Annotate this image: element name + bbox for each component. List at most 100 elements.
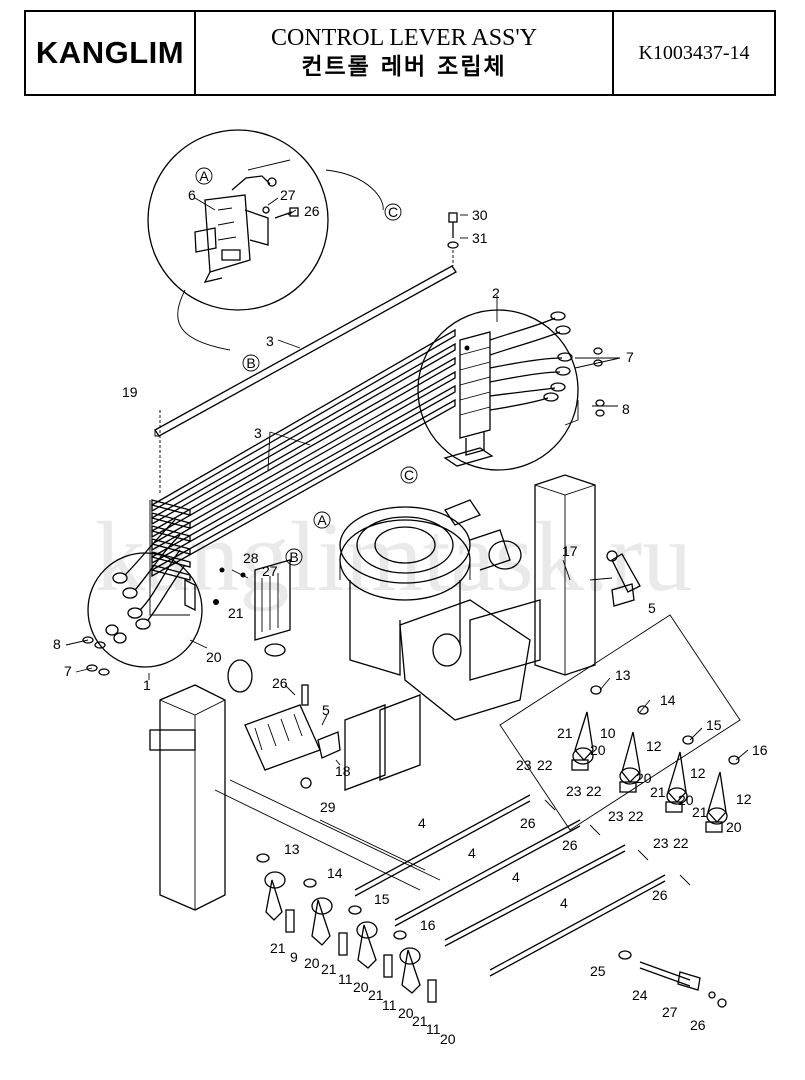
callout-26: 26 bbox=[520, 815, 536, 831]
callout-4: 4 bbox=[418, 815, 426, 831]
callout-23: 23 bbox=[608, 808, 624, 824]
right-lever-5 bbox=[589, 550, 641, 607]
detail-a-to-b-line bbox=[177, 289, 231, 351]
callout-8: 8 bbox=[622, 401, 630, 417]
callout-12: 12 bbox=[736, 791, 752, 807]
callout-22: 22 bbox=[537, 757, 553, 773]
callout-23: 23 bbox=[566, 783, 582, 799]
detail-marker-b-mid: B bbox=[289, 549, 298, 565]
callout-21: 21 bbox=[368, 987, 384, 1003]
lever-rod-bank bbox=[149, 328, 456, 616]
drawing-number: K1003437-14 bbox=[638, 41, 750, 64]
callout-30: 30 bbox=[472, 207, 488, 223]
callout-8: 8 bbox=[53, 636, 61, 652]
right-lever-bed bbox=[499, 614, 741, 833]
callout-27: 27 bbox=[662, 1004, 678, 1020]
callout-15: 15 bbox=[374, 891, 390, 907]
callout-9: 9 bbox=[290, 949, 298, 965]
callout-26: 26 bbox=[272, 675, 288, 691]
bottom-left-levers bbox=[256, 853, 437, 1003]
callout-26: 26 bbox=[652, 887, 668, 903]
valve-detail-circle bbox=[417, 309, 579, 471]
leader-lines bbox=[65, 197, 749, 886]
support-post-right bbox=[469, 474, 596, 681]
support-post-left bbox=[149, 643, 286, 911]
callout-5: 5 bbox=[322, 702, 330, 718]
left-valve-plates bbox=[151, 499, 196, 612]
callout-17: 17 bbox=[562, 543, 578, 559]
lever-12-b bbox=[619, 705, 649, 793]
valve-hoses bbox=[489, 311, 573, 411]
callout-7: 7 bbox=[626, 349, 634, 365]
callout-10: 10 bbox=[600, 725, 616, 741]
callout-25: 25 bbox=[590, 963, 606, 979]
callout-22: 22 bbox=[673, 835, 689, 851]
callout-23: 23 bbox=[653, 835, 669, 851]
callout-28: 28 bbox=[243, 550, 259, 566]
callout-20: 20 bbox=[590, 742, 606, 758]
callout-4: 4 bbox=[512, 869, 520, 885]
callout-20: 20 bbox=[206, 649, 222, 665]
detail-marker-c-top: C bbox=[388, 204, 398, 220]
drawing-title-english: CONTROL LEVER ASS'Y bbox=[270, 25, 538, 51]
drawing-title-korean: 컨트롤 레버 조립체 bbox=[301, 54, 507, 80]
callout-12: 12 bbox=[646, 738, 662, 754]
callout-21: 21 bbox=[270, 940, 286, 956]
left-valve-detail bbox=[82, 499, 219, 676]
callout-22: 22 bbox=[628, 808, 644, 824]
callout-3: 3 bbox=[254, 425, 262, 441]
callout-7: 7 bbox=[64, 663, 72, 679]
callout-20: 20 bbox=[353, 979, 369, 995]
detail-markers: A B C C A B bbox=[195, 167, 418, 566]
valve-detail-view bbox=[417, 309, 605, 471]
callout-21: 21 bbox=[412, 1013, 428, 1029]
lever-15-b bbox=[348, 905, 393, 978]
exploded-parts-diagram: kanglimtask.ru bbox=[53, 129, 768, 1047]
callout-11: 11 bbox=[338, 971, 353, 987]
callout-26: 26 bbox=[304, 203, 320, 219]
callout-19: 19 bbox=[122, 384, 138, 400]
callout-3: 3 bbox=[266, 333, 274, 349]
detail-marker-c-mid: C bbox=[404, 467, 414, 483]
callout-26: 26 bbox=[562, 837, 578, 853]
callout-29: 29 bbox=[320, 799, 336, 815]
left-hoses bbox=[105, 519, 186, 644]
callout-21: 21 bbox=[321, 961, 337, 977]
detail-marker-a-top: A bbox=[199, 168, 209, 184]
callout-13: 13 bbox=[284, 841, 300, 857]
slewing-ring-assembly bbox=[339, 499, 522, 676]
lever-16-b bbox=[393, 930, 437, 1003]
callout-14: 14 bbox=[327, 865, 343, 881]
callout-22: 22 bbox=[586, 783, 602, 799]
callout-5: 5 bbox=[648, 600, 656, 616]
callout-23: 23 bbox=[516, 757, 532, 773]
callout-14: 14 bbox=[660, 692, 676, 708]
lever-12-c bbox=[665, 735, 694, 813]
callout-18: 18 bbox=[335, 763, 351, 779]
callout-4: 4 bbox=[560, 895, 568, 911]
detail-a-to-c-line bbox=[325, 169, 384, 211]
callout-24: 24 bbox=[632, 987, 648, 1003]
callout-20: 20 bbox=[726, 819, 742, 835]
callout-21: 21 bbox=[692, 804, 708, 820]
detent-bracket bbox=[194, 175, 277, 283]
callout-6: 6 bbox=[188, 187, 196, 203]
detail-marker-b-top: B bbox=[246, 355, 255, 371]
callout-12: 12 bbox=[690, 765, 706, 781]
callout-2: 2 bbox=[492, 285, 500, 301]
lever-12-d bbox=[705, 755, 740, 833]
boom-frame bbox=[344, 599, 531, 791]
lever-14-b bbox=[303, 878, 348, 956]
linkage-rods bbox=[214, 779, 666, 977]
detail-marker-a-mid: A bbox=[317, 512, 327, 528]
callout-21: 21 bbox=[557, 725, 573, 741]
callout-21: 21 bbox=[228, 605, 244, 621]
callout-20: 20 bbox=[636, 770, 652, 786]
valve-bank-28 bbox=[219, 559, 291, 641]
detail-a-view bbox=[147, 129, 384, 351]
callout-11: 11 bbox=[382, 997, 397, 1013]
control-valve-18 bbox=[244, 684, 341, 789]
callout-4: 4 bbox=[468, 845, 476, 861]
lever-13-b bbox=[256, 853, 295, 933]
lever-12-a bbox=[571, 685, 602, 771]
